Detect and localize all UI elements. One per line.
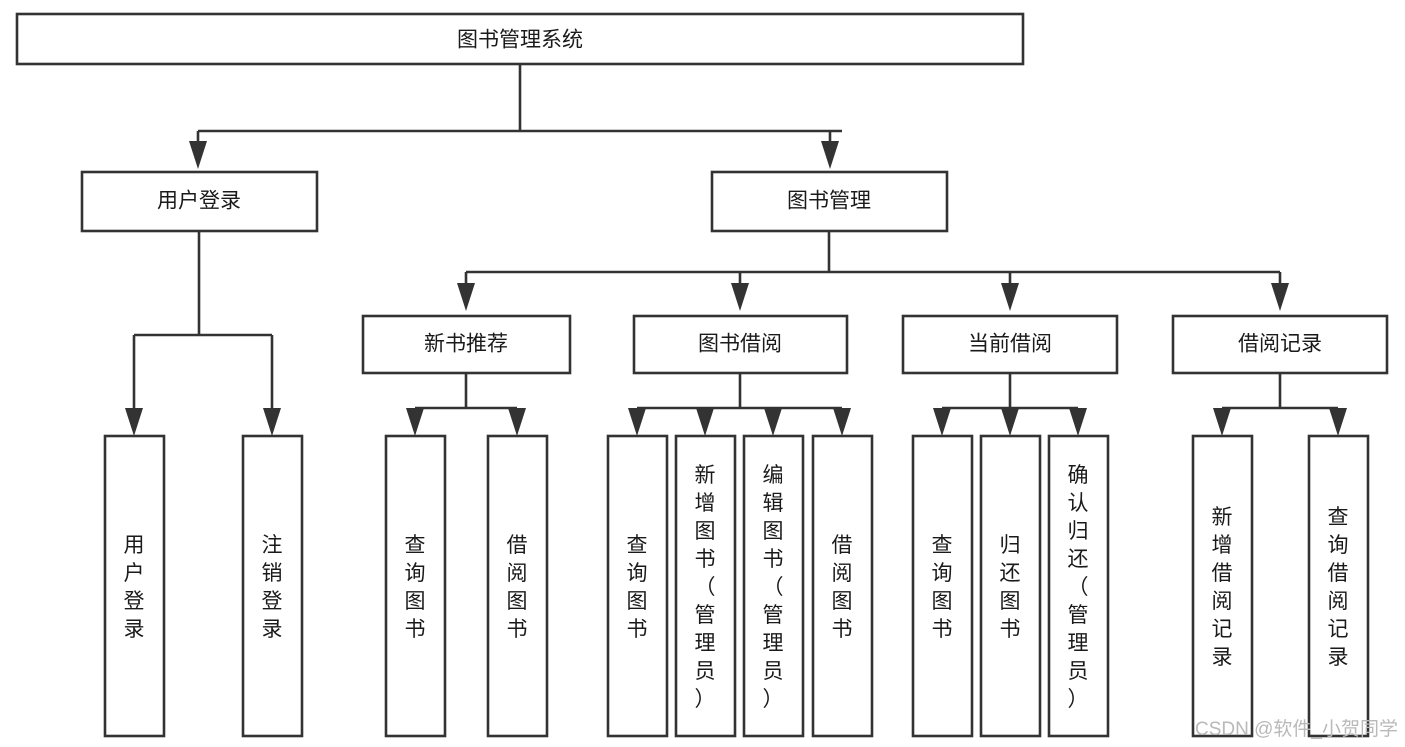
leaf-box: [979, 434, 1042, 738]
leaf-label: 借阅图书: [507, 534, 528, 641]
arrow-head-bb-leaf-2: [696, 408, 714, 436]
connector-group-current-borrow: [933, 373, 1087, 436]
arrow-head-cb-leaf-1: [933, 408, 951, 436]
leaf-label: 查询借阅记录: [1328, 506, 1349, 669]
leaf-label: 新增图书（管理员）: [695, 464, 716, 711]
leaf-label: 注销登录: [262, 534, 283, 641]
leaf-nbr-query-book[interactable]: 查询图书: [384, 434, 447, 738]
node-borrow-record-label: 借阅记录: [1238, 333, 1322, 356]
node-current-borrow[interactable]: 当前借阅: [901, 314, 1119, 375]
arrow-head-user-login-leaf-2: [263, 408, 281, 436]
node-book-management-box: [710, 170, 949, 233]
node-book-management-label: 图书管理: [787, 190, 871, 213]
arrow-head-br-leaf-2: [1329, 408, 1347, 436]
arrow-head-nbr-leaf-1: [406, 408, 424, 436]
leaf-bb-query-book[interactable]: 查询图书: [606, 434, 669, 738]
leaf-cb-confirm-return-admin[interactable]: 确认归还（管理员）: [1047, 434, 1110, 738]
arrow-head-borrow-record: [1271, 283, 1289, 311]
leaf-label: 新增借阅记录: [1212, 506, 1233, 669]
leaf-box: [911, 434, 974, 738]
leaf-box: [742, 434, 805, 738]
node-current-borrow-label: 当前借阅: [968, 333, 1052, 356]
arrow-head-bb-leaf-1: [628, 408, 646, 436]
leaf-box: [1047, 434, 1110, 738]
leaf-box: [241, 434, 304, 738]
connector-group-book-management: [457, 231, 1289, 311]
node-new-book-recommend-box: [361, 314, 572, 375]
leaf-nbr-borrow-book[interactable]: 借阅图书: [486, 434, 549, 738]
csdn-watermark: CSDN @软件_小贺同学: [1195, 718, 1398, 740]
leaf-box: [384, 434, 447, 738]
arrow-head-nbr-leaf-2: [508, 408, 526, 436]
arrow-head-book-mgmt: [821, 141, 839, 169]
leaf-br-query-record[interactable]: 查询借阅记录: [1307, 434, 1370, 738]
node-user-login-label: 用户登录: [157, 190, 241, 213]
node-book-borrow-box: [632, 314, 849, 375]
node-root-label: 图书管理系统: [457, 29, 583, 52]
node-borrow-record[interactable]: 借阅记录: [1171, 314, 1389, 375]
leaf-bb-borrow-book[interactable]: 借阅图书: [811, 434, 874, 738]
arrow-head-bb-leaf-3: [764, 408, 782, 436]
arrow-head-current-borrow: [1001, 283, 1019, 311]
arrow-head-cb-leaf-2: [1001, 408, 1019, 436]
node-new-book-recommend-label: 新书推荐: [424, 333, 508, 356]
leaf-label: 借阅图书: [832, 534, 853, 641]
leaf-box: [674, 434, 737, 738]
arrow-head-bb-leaf-4: [833, 408, 851, 436]
connector-group-user-login: [125, 231, 281, 436]
leaf-label: 查询图书: [627, 534, 648, 641]
leaf-cb-return-book[interactable]: 归还图书: [979, 434, 1042, 738]
connector-group-root: [189, 64, 842, 169]
leaf-cb-query-book[interactable]: 查询图书: [911, 434, 974, 738]
node-new-book-recommend[interactable]: 新书推荐: [361, 314, 572, 375]
arrow-head-user-login: [189, 141, 207, 169]
leaf-label: 确认归还（管理员）: [1068, 464, 1089, 711]
arrow-head-new-book-recommend: [457, 283, 475, 311]
arrow-head-book-borrow: [731, 283, 749, 311]
leaf-box: [1307, 434, 1370, 738]
leaf-user-login-logout[interactable]: 注销登录: [241, 434, 304, 738]
arrow-head-cb-leaf-3: [1069, 408, 1087, 436]
leaf-label: 查询图书: [405, 534, 426, 641]
leaf-box: [103, 434, 166, 738]
leaf-user-login-login[interactable]: 用户登录: [103, 434, 166, 738]
node-user-login[interactable]: 用户登录: [80, 170, 319, 233]
arrow-head-user-login-leaf-1: [125, 408, 143, 436]
node-book-borrow[interactable]: 图书借阅: [632, 314, 849, 375]
leaf-box: [606, 434, 669, 738]
leaf-label: 编辑图书（管理员）: [763, 464, 784, 711]
leaf-box: [811, 434, 874, 738]
leaf-label: 用户登录: [124, 534, 145, 641]
connector-group-borrow-record: [1213, 373, 1347, 436]
connector-group-book-borrow: [628, 373, 851, 436]
node-root-box: [15, 12, 1025, 66]
leaf-box: [486, 434, 549, 738]
leaf-bb-add-book-admin[interactable]: 新增图书（管理员）: [674, 434, 737, 738]
leaf-label: 查询图书: [932, 534, 953, 641]
leaf-br-add-record[interactable]: 新增借阅记录: [1191, 434, 1254, 738]
leaf-bb-edit-book-admin[interactable]: 编辑图书（管理员）: [742, 434, 805, 738]
node-borrow-record-box: [1171, 314, 1389, 375]
connector-group-new-book-recommend: [406, 373, 526, 436]
node-root-system[interactable]: 图书管理系统: [15, 12, 1025, 66]
arrow-head-br-leaf-1: [1213, 408, 1231, 436]
node-current-borrow-box: [901, 314, 1119, 375]
leaf-box: [1191, 434, 1254, 738]
leaf-label: 归还图书: [1000, 534, 1021, 641]
node-book-borrow-label: 图书借阅: [698, 333, 782, 356]
node-book-management[interactable]: 图书管理: [710, 170, 949, 233]
